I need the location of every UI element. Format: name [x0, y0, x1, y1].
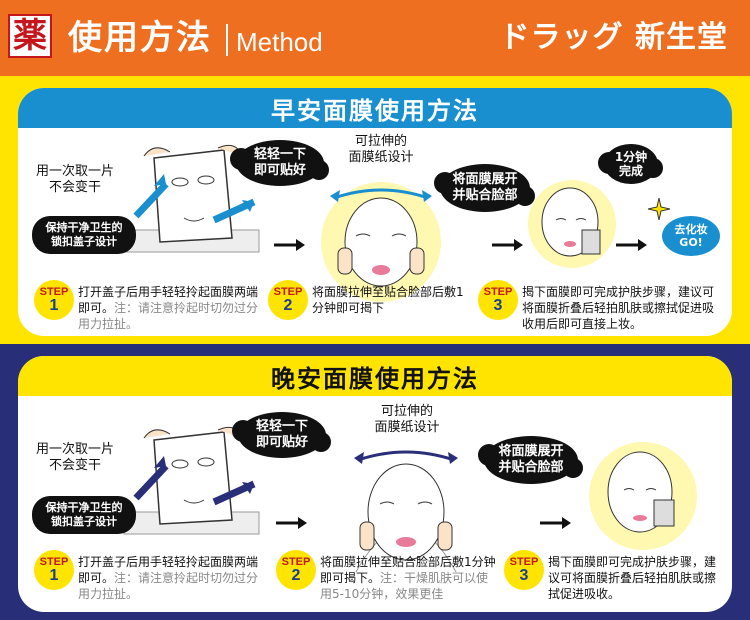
sparkle-icon — [647, 197, 671, 221]
step-text-main: 将面膜拉伸至贴合脸部后敷1分钟即可揭下。 — [320, 555, 496, 585]
step-number: 3 — [519, 566, 529, 584]
morning-bubble-minute-text: 1分钟 完成 — [614, 150, 648, 178]
face-wipe-icon — [526, 174, 618, 270]
face-mask-icon — [336, 442, 476, 580]
right-arrow-icon — [276, 516, 308, 530]
page-title: 使用方法 — [68, 18, 212, 58]
right-arrow-icon — [540, 516, 572, 530]
evening-step-2-badge: STEP 2 — [276, 550, 316, 590]
morning-bubble-apply-text: 轻轻一下 即可贴好 — [253, 147, 306, 178]
evening-bubble-apply-text: 轻轻一下 即可贴好 — [255, 419, 308, 450]
morning-step-1-badge: STEP 1 — [34, 280, 74, 320]
right-arrow-icon — [616, 238, 648, 252]
logo-glyph: 薬 — [13, 16, 47, 56]
morning-step-3-text: 揭下面膜即可完成护肤步骤，建议可将面膜折叠后轻拍肌肤或擦拭促进吸收用后即可直接上… — [522, 284, 722, 332]
step-label: STEP — [39, 285, 69, 298]
pharmacy-logo: 薬 — [8, 14, 52, 58]
morning-caption-1: 用一次取一片 不会变干 — [35, 164, 114, 195]
evening-badge-lid-text: 保持干净卫生的 锁扣盖子设计 — [45, 501, 123, 528]
go-makeup-badge: 去化妆 GO! — [662, 216, 720, 256]
evening-caption-2: 可拉伸的 面膜纸设计 — [374, 404, 440, 435]
step-text-note: 注：请注意拎起时切勿过分用力拉扯。 — [78, 571, 259, 601]
morning-badge-lid: 保持干净卫生的 锁扣盖子设计 — [32, 216, 136, 254]
step-text-note: 注：干燥肌肤可以使用5-10分钟，效果更佳 — [320, 571, 489, 601]
title-divider — [226, 24, 228, 56]
morning-step-1-text: 打开盖子后用手轻轻拎起面膜两端即可。注：请注意拎起时切勿过分用力拉扯。 — [78, 284, 268, 332]
evening-step-3-text: 揭下面膜即可完成护肤步骤，建议可将面膜折叠后轻拍肌肤或擦拭促进吸收。 — [548, 554, 724, 602]
evening-title: 晚安面膜使用方法 — [18, 356, 732, 396]
evening-badge-lid: 保持干净卫生的 锁扣盖子设计 — [32, 496, 136, 534]
step-label: STEP — [509, 555, 539, 568]
step-text-main: 揭下面膜即可完成护肤步骤，建议可将面膜折叠后轻拍肌肤或擦拭促进吸收用后即可直接上… — [522, 285, 715, 331]
step-label: STEP — [39, 555, 69, 568]
morning-badge-lid-text: 保持干净卫生的 锁扣盖子设计 — [45, 221, 123, 248]
step-number: 1 — [49, 566, 59, 584]
evening-section: 晚安面膜使用方法 用一次取一片 不会变干 保持干净卫生的 锁扣盖子设计 — [0, 344, 750, 620]
morning-caption-2: 可拉伸的 面膜纸设计 — [348, 134, 414, 165]
step-text-main: 揭下面膜即可完成护肤步骤，建议可将面膜折叠后轻拍肌肤或擦拭促进吸收。 — [548, 555, 717, 601]
page-subtitle: Method — [236, 27, 323, 57]
right-arrow-icon — [492, 238, 524, 252]
morning-bubble-spread: 将面膜展开 并贴合脸部 — [434, 164, 535, 212]
step-number: 2 — [283, 296, 293, 314]
morning-step-2-badge: STEP 2 — [268, 280, 308, 320]
evening-step-1-badge: STEP 1 — [34, 550, 74, 590]
evening-bubble-spread: 将面膜展开 并贴合脸部 — [478, 436, 583, 484]
evening-bubble-apply: 轻轻一下 即可贴好 — [232, 412, 331, 458]
evening-bubble-spread-text: 将面膜展开 并贴合脸部 — [498, 444, 564, 475]
evening-step-1-text: 打开盖子后用手轻轻拎起面膜两端即可。注：请注意拎起时切勿过分用力拉扯。 — [78, 554, 268, 602]
step-label: STEP — [273, 285, 303, 298]
step-number: 3 — [493, 296, 503, 314]
face-mask-icon — [316, 172, 446, 302]
step-text-main: 打开盖子后用手轻轻拎起面膜两端即可。 — [78, 555, 259, 585]
evening-step-2-text: 将面膜拉伸至贴合脸部后敷1分钟即可揭下。注：干燥肌肤可以使用5-10分钟，效果更… — [320, 554, 496, 602]
morning-bubble-minute: 1分钟 完成 — [598, 144, 663, 184]
morning-bubble-apply: 轻轻一下 即可贴好 — [230, 140, 329, 186]
right-arrow-icon — [274, 238, 306, 252]
page-header: 薬 使用方法 Method ドラッグ 新生堂 — [0, 0, 750, 76]
morning-section: 早安面膜使用方法 用一次取一片 不会变干 保持干净卫生的 锁扣盖子设计 — [0, 76, 750, 344]
face-wipe-icon — [588, 434, 698, 552]
step-text-note: 注：请注意拎起时切勿过分用力拉扯。 — [78, 301, 259, 331]
morning-card: 早安面膜使用方法 用一次取一片 不会变干 保持干净卫生的 锁扣盖子设计 — [18, 88, 732, 336]
go-makeup-top: 去化妆 — [674, 223, 708, 236]
morning-bubble-spread-text: 将面膜展开 并贴合脸部 — [452, 172, 518, 203]
morning-step-3-badge: STEP 3 — [478, 280, 518, 320]
go-makeup-bottom: GO! — [679, 236, 703, 249]
step-label: STEP — [483, 285, 513, 298]
step-number: 1 — [49, 296, 59, 314]
morning-step-2-text: 将面膜拉伸至贴合脸部后敷1分钟即可揭下 — [312, 284, 472, 316]
brand-name: ドラッグ 新生堂 — [499, 20, 728, 55]
morning-title: 早安面膜使用方法 — [18, 88, 732, 128]
evening-caption-1: 用一次取一片 不会变干 — [35, 442, 114, 473]
step-text-main: 将面膜拉伸至贴合脸部后敷1分钟即可揭下 — [312, 285, 464, 315]
step-text-main: 打开盖子后用手轻轻拎起面膜两端即可。 — [78, 285, 259, 315]
step-number: 2 — [291, 566, 301, 584]
evening-card: 晚安面膜使用方法 用一次取一片 不会变干 保持干净卫生的 锁扣盖子设计 — [18, 356, 732, 612]
evening-step-3-badge: STEP 3 — [504, 550, 544, 590]
step-label: STEP — [281, 555, 311, 568]
